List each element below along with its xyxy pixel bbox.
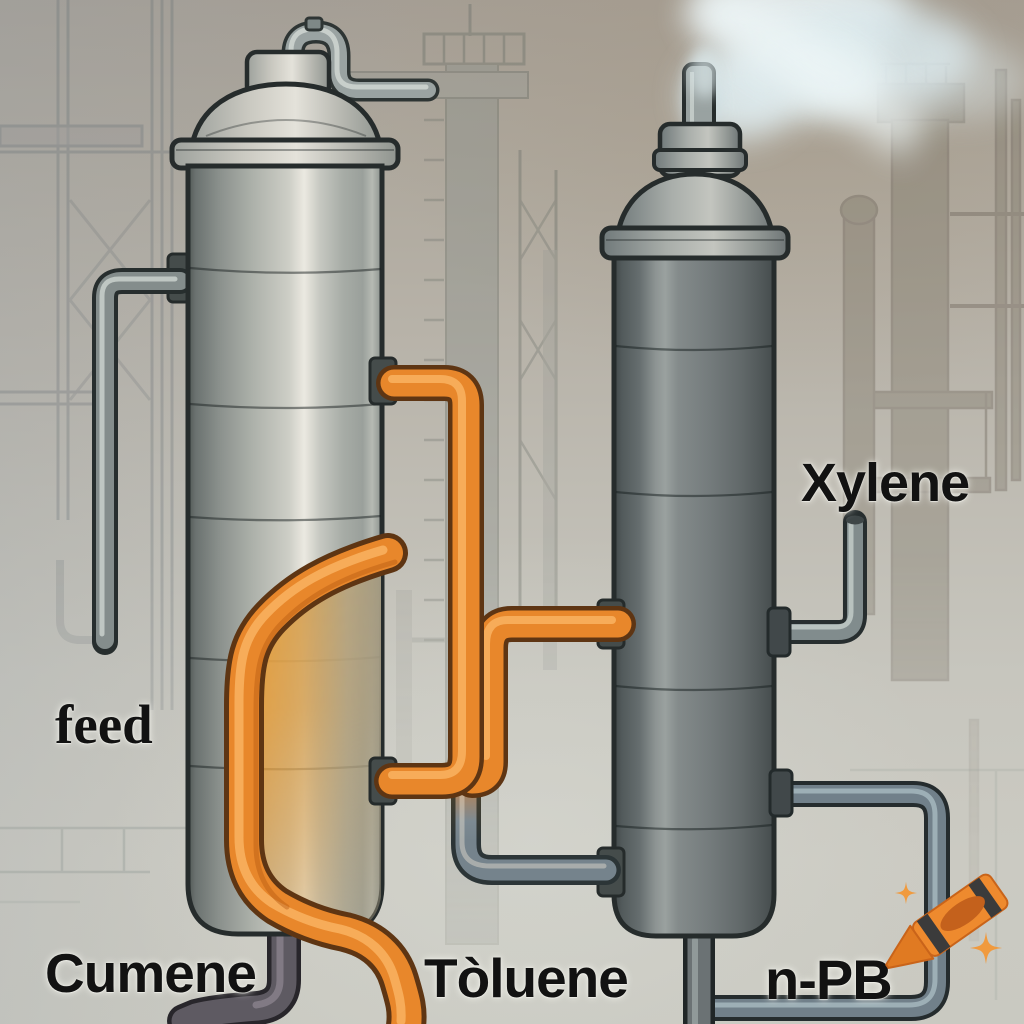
internal-liquid-swoosh [245, 556, 381, 934]
orange-to-gray-transfer-pipe [451, 731, 621, 885]
right-column-body [611, 255, 777, 939]
crayon-icon [885, 873, 1009, 969]
xylene-pipe [764, 510, 867, 644]
npb-loop-pipe [700, 781, 950, 1021]
sparkle-icon [894, 881, 1003, 965]
smoke-plume [684, 0, 1024, 159]
orange-pipe-to-right-column [454, 606, 636, 798]
vent-steam-puff [689, 46, 721, 98]
toluene-outlet-swoosh-pipe [224, 533, 427, 1024]
label-xylene: Xylene [801, 453, 970, 513]
right-bottoms-pipe [683, 920, 715, 1024]
feed-pipe [92, 252, 193, 655]
label-cumene: Cumene [45, 942, 257, 1004]
front-pipes [224, 356, 794, 1024]
xylene-nozzle-fitting [766, 606, 792, 658]
left-bottoms-pipe [167, 907, 301, 1024]
label-feed: feed [55, 694, 153, 755]
label-npb: n-PB [765, 948, 893, 1011]
npb-nozzle-fitting [768, 768, 794, 818]
gooseneck-vent-pipe [281, 16, 440, 102]
distillation-column-right [599, 62, 791, 939]
orange-reflux-loop-pipe [374, 365, 484, 799]
right-column-seams [615, 344, 773, 831]
background-right-towers [839, 62, 1024, 942]
label-toluene: Tòluene [424, 947, 629, 1009]
